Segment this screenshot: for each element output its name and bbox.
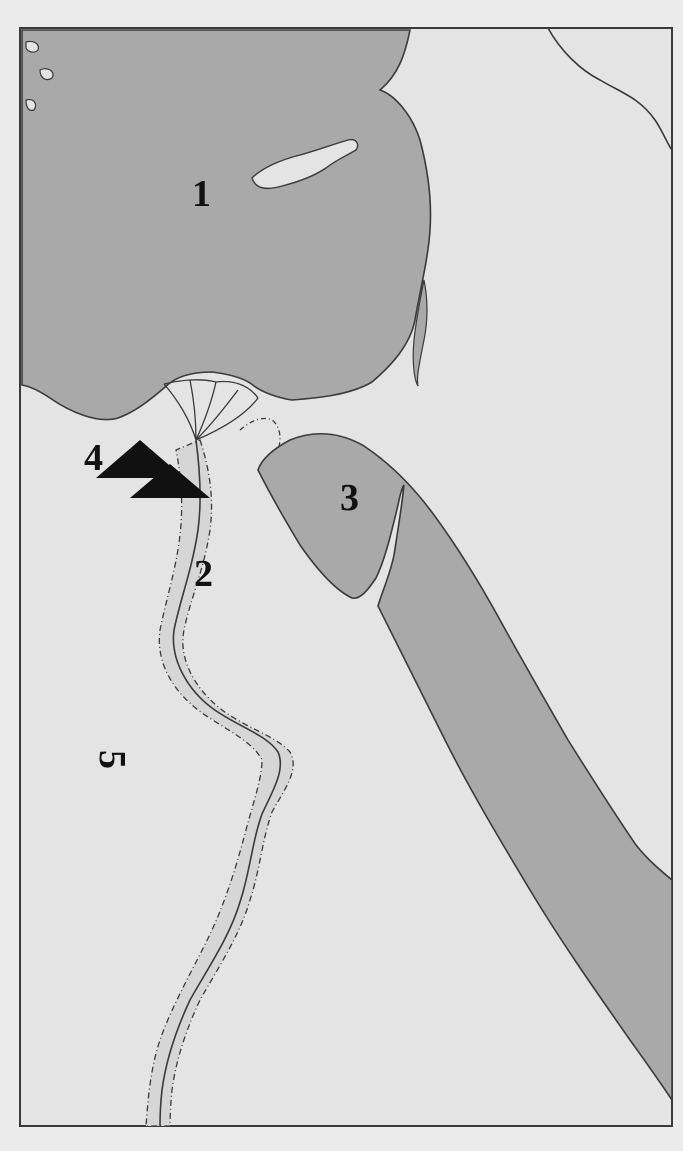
label-western-desert: 5 — [91, 750, 133, 769]
mediterranean-sea — [21, 29, 432, 421]
cyprus-island — [251, 138, 359, 190]
label-eastern-desert: 3 — [340, 477, 359, 519]
northeast-boundary — [547, 27, 673, 151]
nile-river — [159, 439, 282, 1127]
nile-valley — [145, 439, 294, 1127]
label-pyramids: 4 — [84, 437, 103, 479]
pyramid-large — [96, 440, 184, 478]
aegean-islands — [25, 40, 54, 111]
label-nile: 2 — [194, 553, 213, 595]
label-sea: 1 — [192, 173, 211, 215]
nile-delta — [163, 379, 259, 441]
red-sea — [257, 432, 673, 1103]
pyramid-small — [130, 464, 210, 498]
dead-sea — [412, 279, 428, 387]
sinai-border — [239, 417, 281, 451]
pyramid-icon — [96, 440, 210, 498]
